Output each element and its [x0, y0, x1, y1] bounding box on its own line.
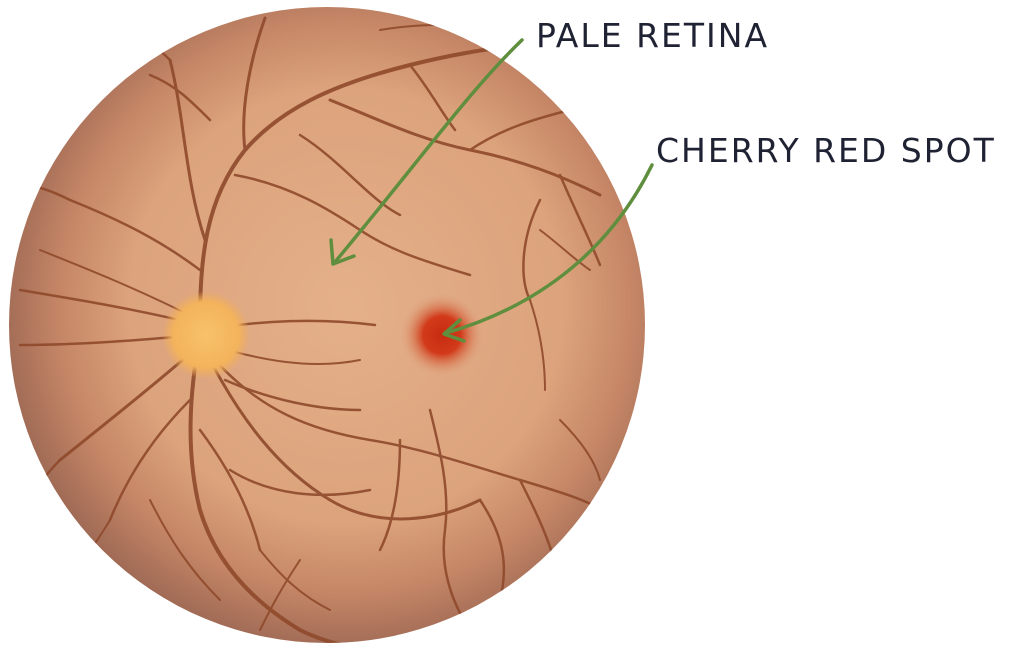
- pale-retina-label: PALE RETINA: [536, 16, 769, 55]
- optic-disc-icon: [162, 291, 250, 379]
- pale-retina-arrow: [329, 38, 524, 266]
- cherry-red-spot-label: CHERRY RED SPOT: [656, 131, 996, 170]
- cherry-red-spot-arrow: [442, 163, 654, 343]
- retina-fundus: [9, 7, 645, 643]
- cherry-red-spot-icon: [400, 293, 484, 377]
